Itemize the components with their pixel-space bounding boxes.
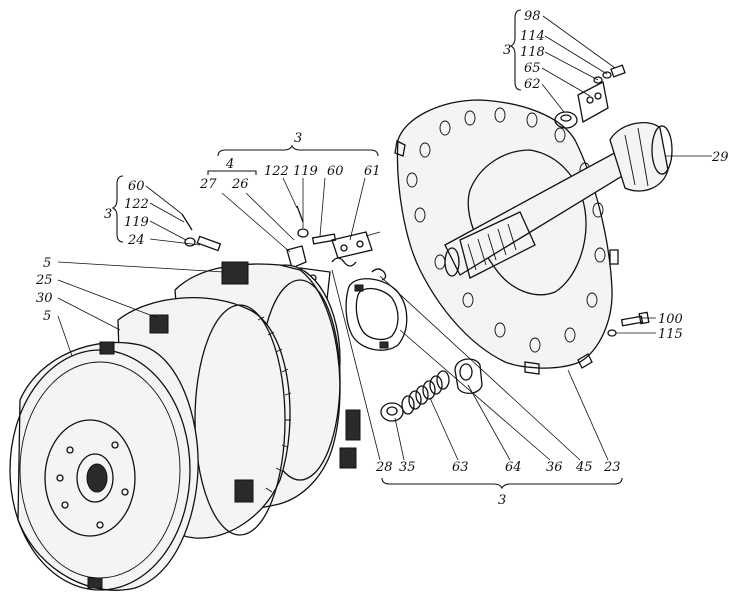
label-45: 45 (575, 460, 593, 475)
label-30: 30 (36, 291, 53, 306)
cup-64 (454, 358, 483, 394)
bracket-4 (207, 170, 257, 175)
spring-63 (401, 370, 450, 415)
hub-rivets (56, 441, 129, 529)
label-5b: 5 (43, 309, 51, 324)
bracket-mid (217, 144, 379, 157)
clip-45 (371, 268, 387, 281)
label-64: 64 (505, 460, 522, 475)
bracket-top-right (509, 9, 522, 91)
label-23: 23 (603, 460, 621, 475)
shaft-splines (467, 223, 517, 271)
bracket-assembly-top (554, 64, 626, 129)
label-100: 100 (658, 312, 683, 327)
bracket-bottom (381, 477, 623, 490)
label-118: 118 (520, 45, 545, 60)
bolt-100 (607, 311, 650, 337)
label-60a: 60 (327, 164, 344, 179)
label-group-top-right: 3 (503, 43, 511, 58)
label-28: 28 (375, 460, 393, 475)
label-4: 4 (225, 157, 234, 172)
label-29: 29 (711, 150, 729, 165)
label-27: 27 (199, 177, 217, 192)
label-119a: 119 (293, 164, 318, 179)
label-98: 98 (524, 9, 541, 24)
label-group-bottom: 3 (498, 493, 506, 508)
label-114: 114 (520, 29, 545, 44)
spring-seat-35 (380, 402, 404, 422)
label-61: 61 (364, 164, 381, 179)
label-60b: 60 (128, 179, 145, 194)
label-24: 24 (127, 233, 145, 248)
left-small-parts (181, 213, 222, 252)
label-26: 26 (231, 177, 249, 192)
label-group-mid: 3 (294, 131, 302, 146)
label-62: 62 (524, 77, 541, 92)
bracket-left (111, 175, 124, 243)
driven-disc-front (9, 341, 199, 591)
input-shaft (444, 122, 673, 279)
leader-lines (57, 15, 712, 461)
label-119b: 119 (124, 215, 149, 230)
label-122b: 122 (124, 197, 149, 212)
label-25: 25 (35, 273, 53, 288)
label-63: 63 (452, 460, 469, 475)
label-5a: 5 (43, 256, 51, 271)
label-115: 115 (658, 327, 683, 342)
callout-labels: 98 114 118 65 62 3 29 3 4 27 26 122 119 … (35, 9, 729, 508)
retainer-ring-36 (345, 278, 408, 351)
label-group-left: 3 (104, 207, 112, 222)
label-122a: 122 (264, 164, 289, 179)
label-65: 65 (524, 61, 541, 76)
label-35: 35 (399, 460, 416, 475)
label-36: 36 (546, 460, 563, 475)
